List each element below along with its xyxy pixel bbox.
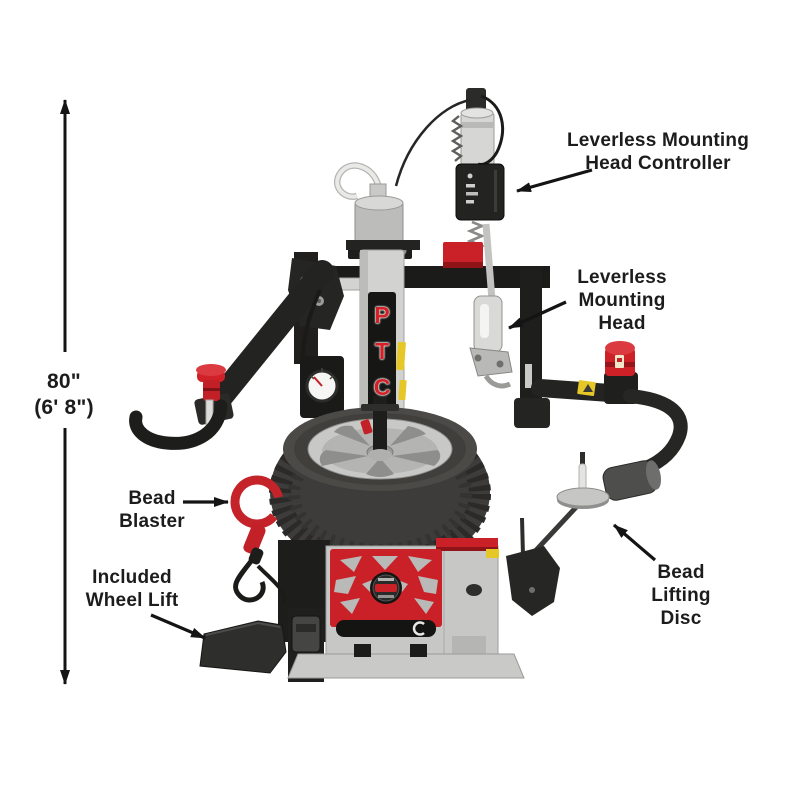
label-line: Leverless Mounting	[566, 130, 750, 151]
warning-sticker	[398, 379, 407, 401]
label-line: Disc	[660, 608, 702, 630]
label-height-dimension: 80" (6' 8")	[18, 369, 110, 420]
spring-coil	[450, 115, 464, 162]
brand-letter: T	[374, 338, 390, 364]
locking-handle-cap	[605, 341, 635, 376]
label-leverless-mounting-head-controller: Leverless Mounting Head Controller	[552, 129, 764, 175]
brand-badge	[370, 572, 402, 604]
tire-changer-machine	[129, 88, 688, 682]
label-line: Head Controller	[585, 153, 731, 175]
label-line: Mounting	[578, 290, 666, 312]
label-bead-blaster: Bead Blaster	[100, 487, 204, 533]
machine-body	[278, 538, 499, 661]
brand-letter: P	[374, 302, 390, 328]
foot-pedal	[291, 615, 321, 653]
controller-box	[455, 163, 505, 221]
base-plate	[287, 644, 525, 679]
warning-sticker	[486, 549, 499, 558]
warning-sticker	[396, 341, 406, 371]
label-included-wheel-lift: Included Wheel Lift	[68, 566, 196, 612]
label-line: (6' 8")	[34, 395, 94, 419]
label-line: Bead	[657, 562, 705, 583]
right-swing-arm	[514, 341, 688, 501]
lift-ramp	[199, 620, 287, 674]
brand-strip	[368, 292, 396, 410]
label-line: 80"	[47, 370, 81, 393]
tower-brand-text: P T C	[368, 297, 396, 405]
brand-letter: C	[373, 374, 391, 400]
controller-arrow	[516, 168, 593, 193]
bead-lifting-disc	[506, 452, 610, 616]
callout-arrows	[150, 168, 657, 640]
label-line: Blaster	[119, 511, 185, 533]
label-line: Included	[92, 567, 172, 588]
wheel-lift-arrow	[150, 613, 206, 640]
front-grille	[330, 549, 442, 627]
label-line: Head	[598, 313, 646, 335]
leverless-mounting-head	[469, 295, 513, 389]
mounting-head-arrow	[508, 300, 567, 330]
label-bead-lifting-disc: Bead Lifting Disc	[631, 561, 731, 631]
left-helper-arm	[129, 252, 367, 450]
label-leverless-mounting-head: Leverless Mounting Head	[557, 266, 687, 336]
bead-blaster-nozzle	[230, 475, 287, 605]
label-line: Lifting	[651, 585, 711, 607]
tool-slot	[336, 620, 436, 637]
clamp-knob	[196, 364, 226, 401]
bead-roller	[602, 460, 661, 501]
pressure-gauge	[300, 356, 344, 425]
lubricant-bottle	[333, 98, 471, 250]
label-line: Wheel Lift	[85, 590, 179, 612]
bead-disc-arrow	[612, 523, 657, 562]
label-line: Bead	[128, 488, 176, 509]
tower-column	[359, 249, 407, 447]
center-clamp	[360, 396, 399, 461]
arm-hook	[129, 399, 228, 450]
label-line: Leverless	[577, 267, 667, 288]
leverless-head-controller-assembly	[443, 88, 505, 301]
